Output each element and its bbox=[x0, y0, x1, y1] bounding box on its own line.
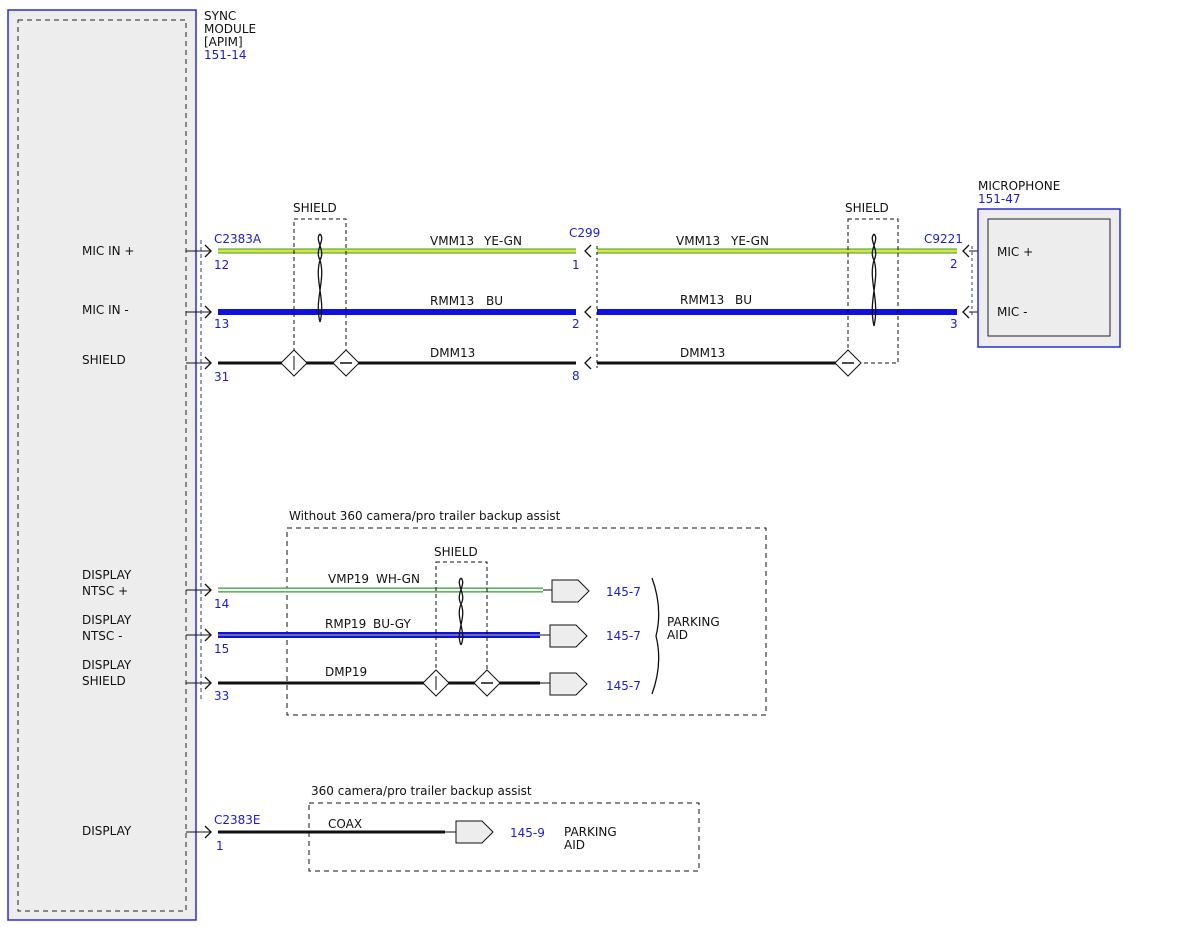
pin-c9221-3: 3 bbox=[950, 317, 958, 331]
signal-display: DISPLAY bbox=[82, 824, 132, 838]
signal-shield: SHIELD bbox=[82, 353, 126, 367]
arrow-pin-33 bbox=[204, 676, 212, 690]
connector-c9221-label: C9221 bbox=[924, 232, 963, 246]
wire-vmp19-circuit: VMP19 bbox=[328, 572, 369, 586]
pin-c299-1: 1 bbox=[572, 258, 580, 272]
wire-vmm13-color-2: YE-GN bbox=[730, 234, 769, 248]
arrow-pin-15 bbox=[204, 628, 212, 642]
wire-dmm13-circuit-2: DMM13 bbox=[680, 346, 725, 360]
shield-2-label: SHIELD bbox=[845, 201, 889, 215]
shield-3 bbox=[422, 561, 501, 697]
option-without-ref-2: 145-7 bbox=[606, 629, 641, 643]
wire-rmm13-circuit-2: RMM13 bbox=[680, 293, 724, 307]
shield-1-label: SHIELD bbox=[293, 201, 337, 215]
option-without-dest-line-1: PARKING bbox=[667, 615, 720, 629]
pin-c2383a-14: 14 bbox=[214, 597, 229, 611]
signal-display-shield-l2: SHIELD bbox=[82, 674, 126, 688]
pin-c2383a-13: 13 bbox=[214, 317, 229, 331]
wire-rmm13-color-2: BU bbox=[735, 293, 752, 307]
option-without-continuation-tags bbox=[549, 579, 590, 696]
module-body bbox=[7, 9, 197, 921]
option-without-ref-3: 145-7 bbox=[606, 679, 641, 693]
option-without-caption: Without 360 camera/pro trailer backup as… bbox=[289, 509, 561, 523]
signal-display-ntsc-plus-l1: DISPLAY bbox=[82, 568, 132, 582]
shield-3-label: SHIELD bbox=[434, 545, 478, 559]
option-with-caption: 360 camera/pro trailer backup assist bbox=[311, 784, 532, 798]
arrow-pin-12 bbox=[204, 244, 212, 258]
wire-dmp19-circuit: DMP19 bbox=[325, 665, 367, 679]
module-ref: 151-14 bbox=[204, 48, 247, 62]
microphone-title: MICROPHONE bbox=[978, 179, 1060, 193]
microphone-pin-minus: MIC - bbox=[997, 305, 1027, 319]
wire-vmm13-circuit-2: VMM13 bbox=[676, 234, 720, 248]
signal-mic-in-plus: MIC IN + bbox=[82, 244, 134, 258]
option-without-ref-1: 145-7 bbox=[606, 585, 641, 599]
microphone-component bbox=[977, 208, 1121, 348]
option-without-dest-line-2: AID bbox=[667, 628, 688, 642]
wire-coax-label: COAX bbox=[328, 817, 362, 831]
sync-module: SYNC MODULE [APIM] 151-14 MIC IN + MIC I… bbox=[7, 9, 256, 921]
pin-c2383e-1: 1 bbox=[216, 839, 224, 853]
continuation-tag-2 bbox=[549, 624, 588, 648]
wire-vmm13-circuit-1: VMM13 bbox=[430, 234, 474, 248]
signal-display-ntsc-minus-l1: DISPLAY bbox=[82, 613, 132, 627]
continuation-tag-3 bbox=[549, 672, 588, 696]
continuation-tag-coax bbox=[455, 820, 494, 844]
wire-rmp19-color: BU-GY bbox=[373, 617, 411, 631]
pin-c2383a-33: 33 bbox=[214, 689, 229, 703]
wire-vmp19-color: WH-GN bbox=[376, 572, 420, 586]
connector-c2383e-label: C2383E bbox=[214, 813, 261, 827]
signal-mic-in-minus: MIC IN - bbox=[82, 303, 129, 317]
arrow-pin-1 bbox=[204, 825, 212, 839]
option-with-dest-line-1: PARKING bbox=[564, 825, 617, 839]
microphone-pin-plus: MIC + bbox=[997, 245, 1033, 259]
arrow-pin-31 bbox=[204, 356, 212, 370]
connector-c299-label: C299 bbox=[569, 226, 600, 240]
c299-connector-arrows bbox=[584, 244, 592, 370]
wire-dmm13-circuit-1: DMM13 bbox=[430, 346, 475, 360]
microphone-ref: 151-47 bbox=[978, 192, 1021, 206]
option-with-ref: 145-9 bbox=[510, 826, 545, 840]
arrow-pin-13 bbox=[204, 305, 212, 319]
wire-rmm13-circuit-1: RMM13 bbox=[430, 294, 474, 308]
pin-c2383a-15: 15 bbox=[214, 642, 229, 656]
arrow-pin-14 bbox=[204, 583, 212, 597]
wire-vmm13-color-1: YE-GN bbox=[483, 234, 522, 248]
pin-c299-2: 2 bbox=[572, 317, 580, 331]
wire-rmm13-color-1: BU bbox=[486, 294, 503, 308]
option-with-dest-line-2: AID bbox=[564, 838, 585, 852]
module-leads bbox=[186, 250, 210, 833]
shield-1 bbox=[280, 218, 360, 377]
option-with-box bbox=[308, 802, 700, 872]
pin-c9221-2: 2 bbox=[950, 257, 958, 271]
module-title-line-1: SYNC bbox=[204, 9, 236, 23]
module-title-line-3: [APIM] bbox=[204, 35, 243, 49]
pin-c2383a-31: 31 bbox=[214, 370, 229, 384]
c9221-connector-arrows bbox=[962, 244, 970, 319]
signal-display-ntsc-minus-l2: NTSC - bbox=[82, 629, 122, 643]
connector-c2383a-label: C2383A bbox=[214, 232, 262, 246]
pin-c299-8: 8 bbox=[572, 369, 580, 383]
shield-2 bbox=[834, 218, 899, 377]
continuation-tag-1 bbox=[551, 579, 590, 603]
module-title-line-2: MODULE bbox=[204, 22, 256, 36]
pin-c2383a-12: 12 bbox=[214, 258, 229, 272]
wire-rmp19-circuit: RMP19 bbox=[325, 617, 366, 631]
module-inner-boundary bbox=[17, 19, 187, 912]
parking-aid-brace bbox=[651, 577, 660, 695]
signal-display-shield-l1: DISPLAY bbox=[82, 658, 132, 672]
signal-display-ntsc-plus-l2: NTSC + bbox=[82, 584, 128, 598]
module-connector-arrows bbox=[204, 244, 212, 839]
